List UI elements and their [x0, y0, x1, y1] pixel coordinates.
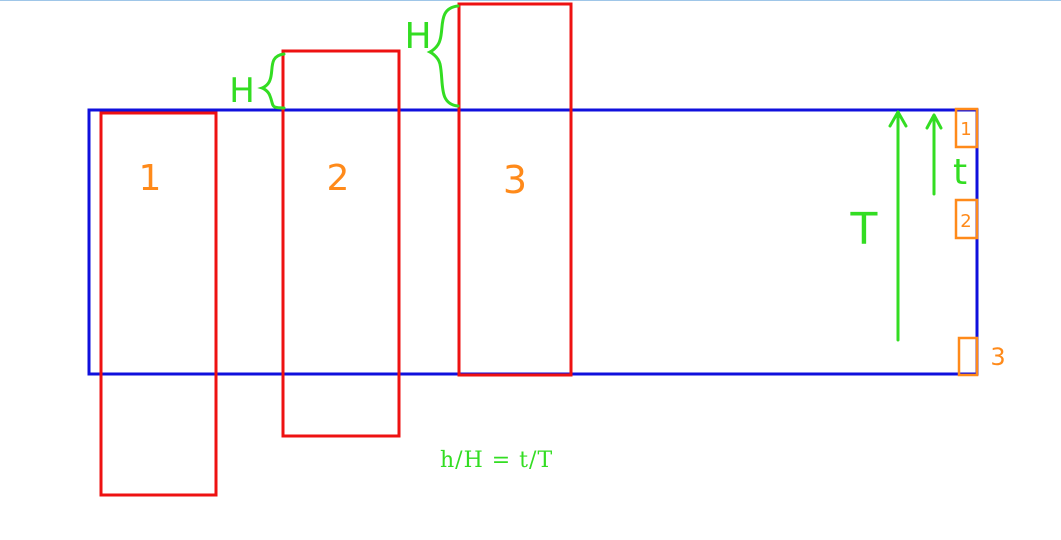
block-2-label: 2 — [327, 158, 350, 199]
marker-3-box — [957, 336, 979, 377]
block-3-label: 3 — [503, 158, 527, 202]
block-1-rectangle — [99, 111, 218, 497]
t-big-arrow-head — [888, 110, 908, 128]
main-rectangle — [87, 108, 979, 376]
marker-1-label: 1 — [960, 119, 971, 140]
ratio-formula: h/H = t/T — [440, 448, 554, 473]
h-large-brace — [426, 4, 460, 108]
block-1-label: 1 — [139, 158, 162, 199]
block-3-rectangle — [457, 2, 573, 377]
block-2-rectangle — [281, 49, 401, 438]
h-small-label: H — [229, 71, 255, 111]
marker-3-label: 3 — [990, 343, 1005, 371]
marker-2-label: 2 — [960, 211, 971, 232]
marker-2-box — [954, 198, 979, 240]
h-small-brace — [257, 52, 286, 110]
t-big-label: T — [850, 204, 878, 255]
marker-1-box — [954, 107, 979, 149]
t-small-label: t — [953, 152, 967, 193]
t-small-arrow-head — [925, 113, 943, 130]
h-large-label: H — [404, 16, 431, 57]
top-rule — [0, 0, 1061, 1]
